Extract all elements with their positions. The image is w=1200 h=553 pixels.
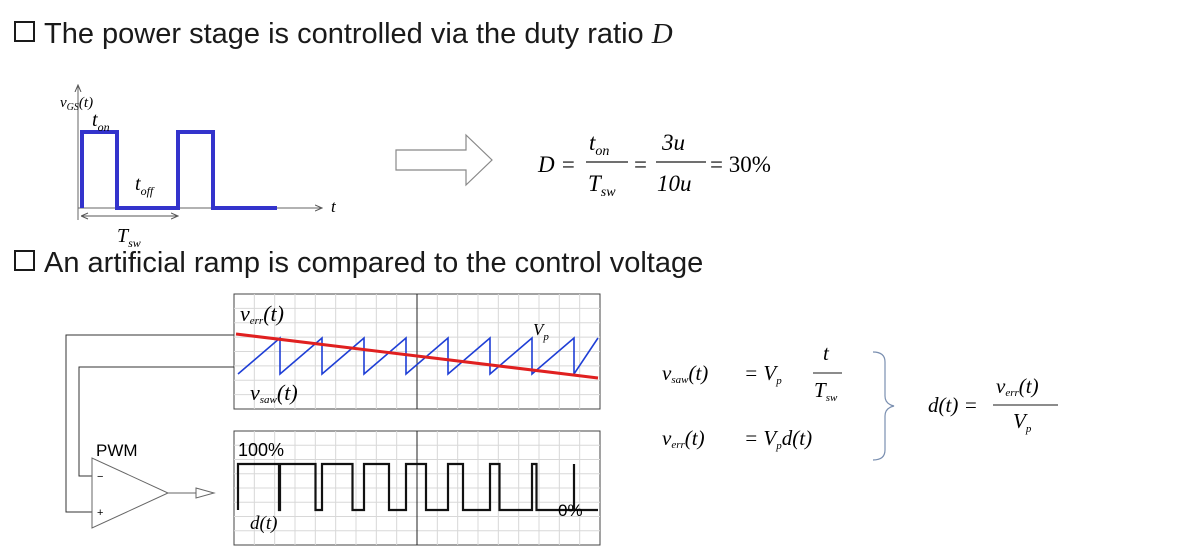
bullet-text: An artificial ramp is compared to the co…	[44, 247, 704, 279]
duty-0-label: 0%	[558, 501, 583, 520]
toff-label: toff	[135, 173, 155, 198]
gate-signal-diagram: vGS(t) ton toff Tsw t	[60, 85, 337, 250]
duty-den2: 10u	[657, 171, 692, 196]
duty-lhs: D =	[537, 152, 576, 177]
verr-label: verr(t)	[240, 301, 284, 327]
bullet-duty-ratio: The power stage is controlled via the du…	[14, 18, 673, 51]
bullet-artificial-ramp: An artificial ramp is compared to the co…	[14, 247, 703, 280]
duty-den1: Tsw	[588, 171, 616, 200]
comparator-plus-label: +	[97, 507, 103, 519]
vsaw-eq-rhs: = Vp	[744, 361, 782, 387]
gate-ylabel: vGS(t)	[60, 95, 93, 113]
vsaw-eq-lhs: vsaw(t)	[662, 361, 708, 386]
duty-100-label: 100%	[238, 440, 284, 460]
duty-result: = 30%	[710, 152, 771, 177]
verr-eq-lhs: verr(t)	[662, 426, 705, 451]
curly-brace-icon	[872, 351, 895, 461]
ton-label: ton	[92, 109, 110, 134]
vp-label: Vp	[533, 320, 549, 343]
checkbox-bullet-icon	[14, 250, 35, 271]
vsaw-eq-den: Tsw	[814, 378, 838, 404]
sawtooth-signal-wire	[78, 366, 234, 477]
ramp-scope: verr(t) vsaw(t) Vp	[233, 293, 601, 410]
error-voltage-line	[235, 332, 599, 380]
tsw-label: Tsw	[117, 225, 141, 250]
duty-num2: 3u	[661, 130, 685, 155]
d-eq-num: verr(t)	[996, 374, 1039, 399]
d-eq-den: Vp	[1013, 409, 1032, 435]
verr-eq-rhs: = Vpd(t)	[744, 426, 812, 452]
checkbox-bullet-icon	[14, 21, 35, 42]
duty-d-label: d(t)	[250, 513, 277, 534]
output-arrow-icon	[195, 487, 216, 499]
pwm-comparator-circuit: − + PWM	[65, 334, 234, 529]
gate-x-axis-label: t	[331, 197, 337, 216]
vsaw-eq-num: t	[823, 341, 830, 365]
vsaw-label: vsaw(t)	[250, 380, 298, 406]
duty-ratio-equation: D = ton Tsw = 3u 10u = 30%	[537, 130, 771, 200]
duty-scope: 100% 0% d(t)	[233, 430, 601, 546]
hollow-arrow-icon	[395, 133, 493, 187]
pwm-label: PWM	[96, 441, 138, 460]
bullet-text: The power stage is controlled via the du…	[44, 18, 652, 50]
pwm-output-waveform	[236, 462, 598, 512]
gate-waveform	[80, 130, 277, 210]
duty-eq2: =	[634, 152, 647, 177]
pwm-equations: vsaw(t) = Vp t Tsw verr(t) = Vpd(t) d(t)…	[662, 341, 1058, 461]
duty-num1: ton	[589, 130, 609, 159]
bullet-symbol: D	[651, 18, 673, 50]
d-eq-lhs: d(t) =	[928, 393, 978, 417]
comparator-minus-label: −	[97, 471, 103, 483]
error-signal-wire	[65, 334, 234, 513]
comparator-triangle-icon	[91, 457, 170, 529]
